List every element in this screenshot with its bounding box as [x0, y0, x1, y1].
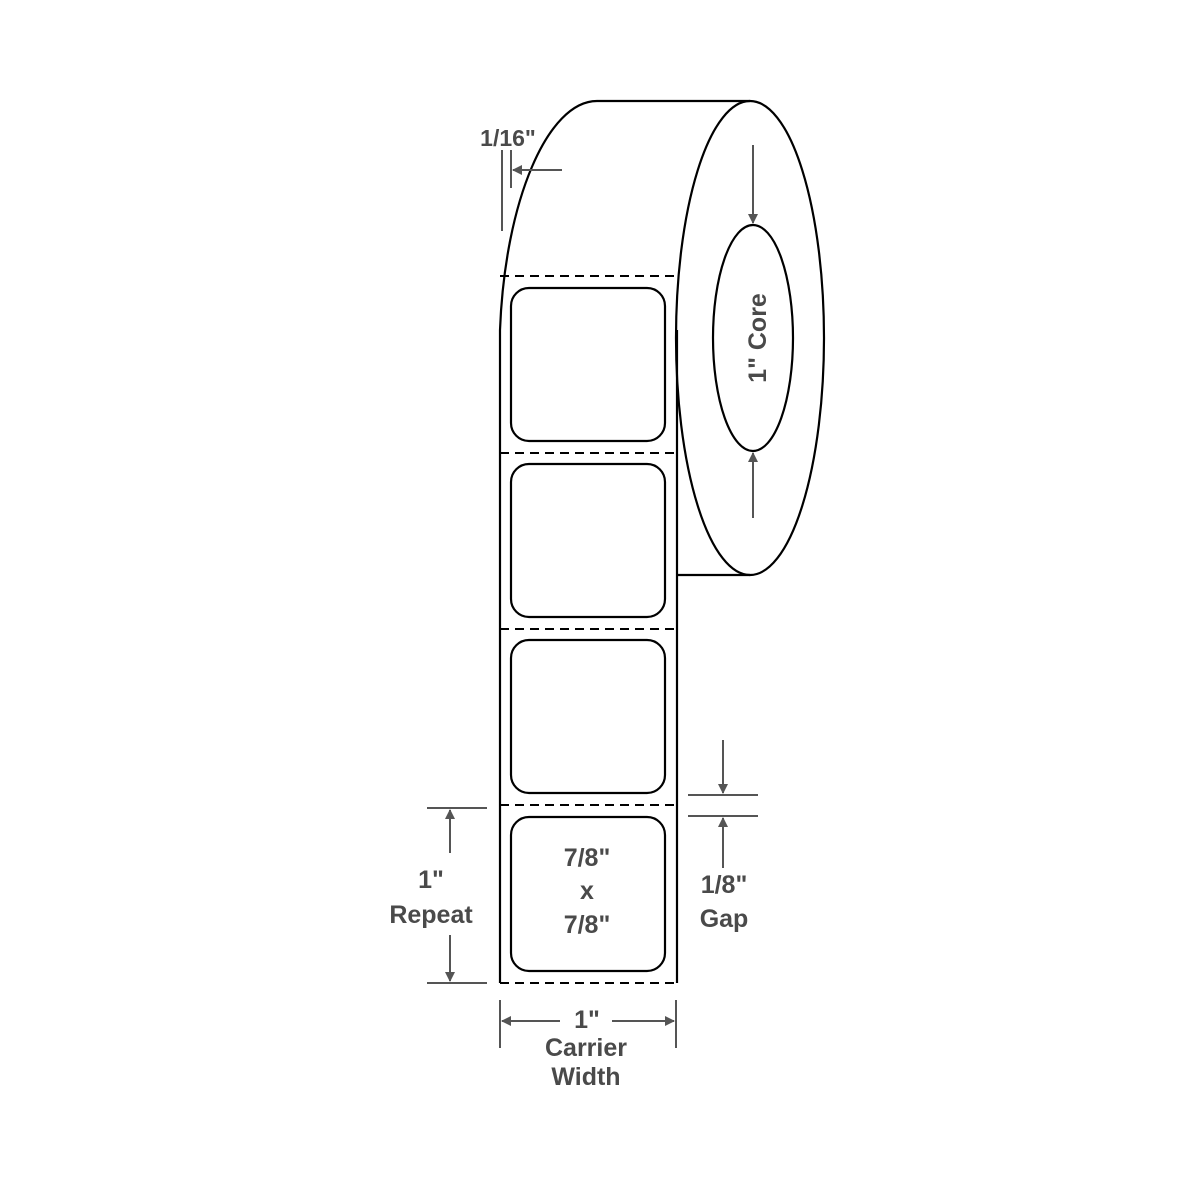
roll-outline [498, 99, 750, 983]
edge-margin-text: 1/16" [480, 125, 536, 151]
repeat-dimension: 1" Repeat [389, 807, 487, 984]
label-4 [509, 815, 667, 973]
label-2 [509, 462, 667, 619]
gap-value-text: 1/8" [701, 871, 748, 899]
core-dimension: 1" Core [744, 145, 772, 518]
gap-label-text: Gap [700, 905, 749, 933]
label-3 [509, 638, 667, 795]
core-text: 1" Core [744, 293, 772, 383]
label-width-text: 7/8" [564, 844, 611, 872]
edge-margin-dimension: 1/16" [480, 125, 562, 231]
repeat-value-text: 1" [418, 866, 444, 894]
carrier-width-label-text: Width [551, 1063, 620, 1091]
carrier-label-text: Carrier [545, 1034, 627, 1062]
repeat-label-text: Repeat [389, 901, 473, 929]
labels [509, 286, 667, 973]
gap-dimension: 1/8" Gap [688, 740, 758, 933]
label-height-text: 7/8" [564, 911, 611, 939]
carrier-width-dimension: 1" Carrier Width [499, 1000, 677, 1091]
roll [498, 99, 826, 983]
core-circle [711, 223, 795, 453]
label-x-text: x [580, 877, 594, 905]
carrier-value-text: 1" [574, 1006, 600, 1034]
label-1 [509, 286, 667, 443]
